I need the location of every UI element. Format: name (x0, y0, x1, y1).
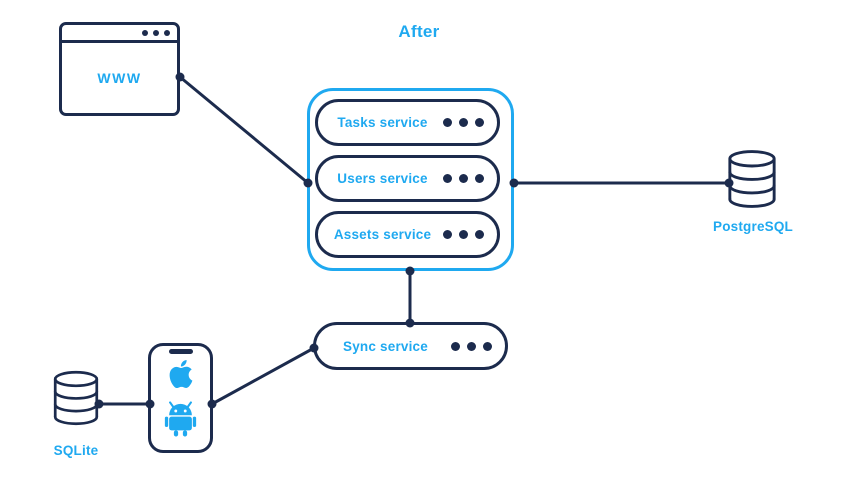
browser-titlebar (62, 25, 177, 43)
database-cylinder-icon (728, 150, 776, 208)
users-service-node: Users service (315, 155, 500, 202)
postgresql-label: PostgreSQL (712, 219, 793, 234)
phone-notch (168, 349, 193, 354)
android-icon (164, 400, 197, 437)
connector-line (211, 346, 315, 406)
sync-service-label: Sync service (343, 338, 428, 354)
tasks-service-label: Tasks service (337, 115, 428, 130)
connector-line (179, 75, 309, 185)
browser-label: WWW (97, 70, 142, 86)
ellipsis-icon (443, 230, 484, 239)
assets-service-label: Assets service (333, 227, 432, 242)
apple-icon (169, 359, 192, 388)
smartphone-icon (148, 343, 213, 453)
assets-service-node: Assets service (315, 211, 500, 258)
users-service-label: Users service (337, 171, 428, 186)
browser-body: WWW (62, 43, 177, 113)
sync-service-node: Sync service (313, 322, 508, 370)
tasks-service-node: Tasks service (315, 99, 500, 146)
sqlite-label: SQLite (53, 443, 99, 458)
ellipsis-icon (443, 118, 484, 127)
diagram-title: After (398, 22, 440, 41)
ellipsis-icon (142, 29, 170, 36)
ellipsis-icon (451, 341, 492, 351)
database-cylinder-icon (53, 370, 99, 426)
browser-window-node: WWW (59, 22, 180, 116)
ellipsis-icon (443, 174, 484, 183)
